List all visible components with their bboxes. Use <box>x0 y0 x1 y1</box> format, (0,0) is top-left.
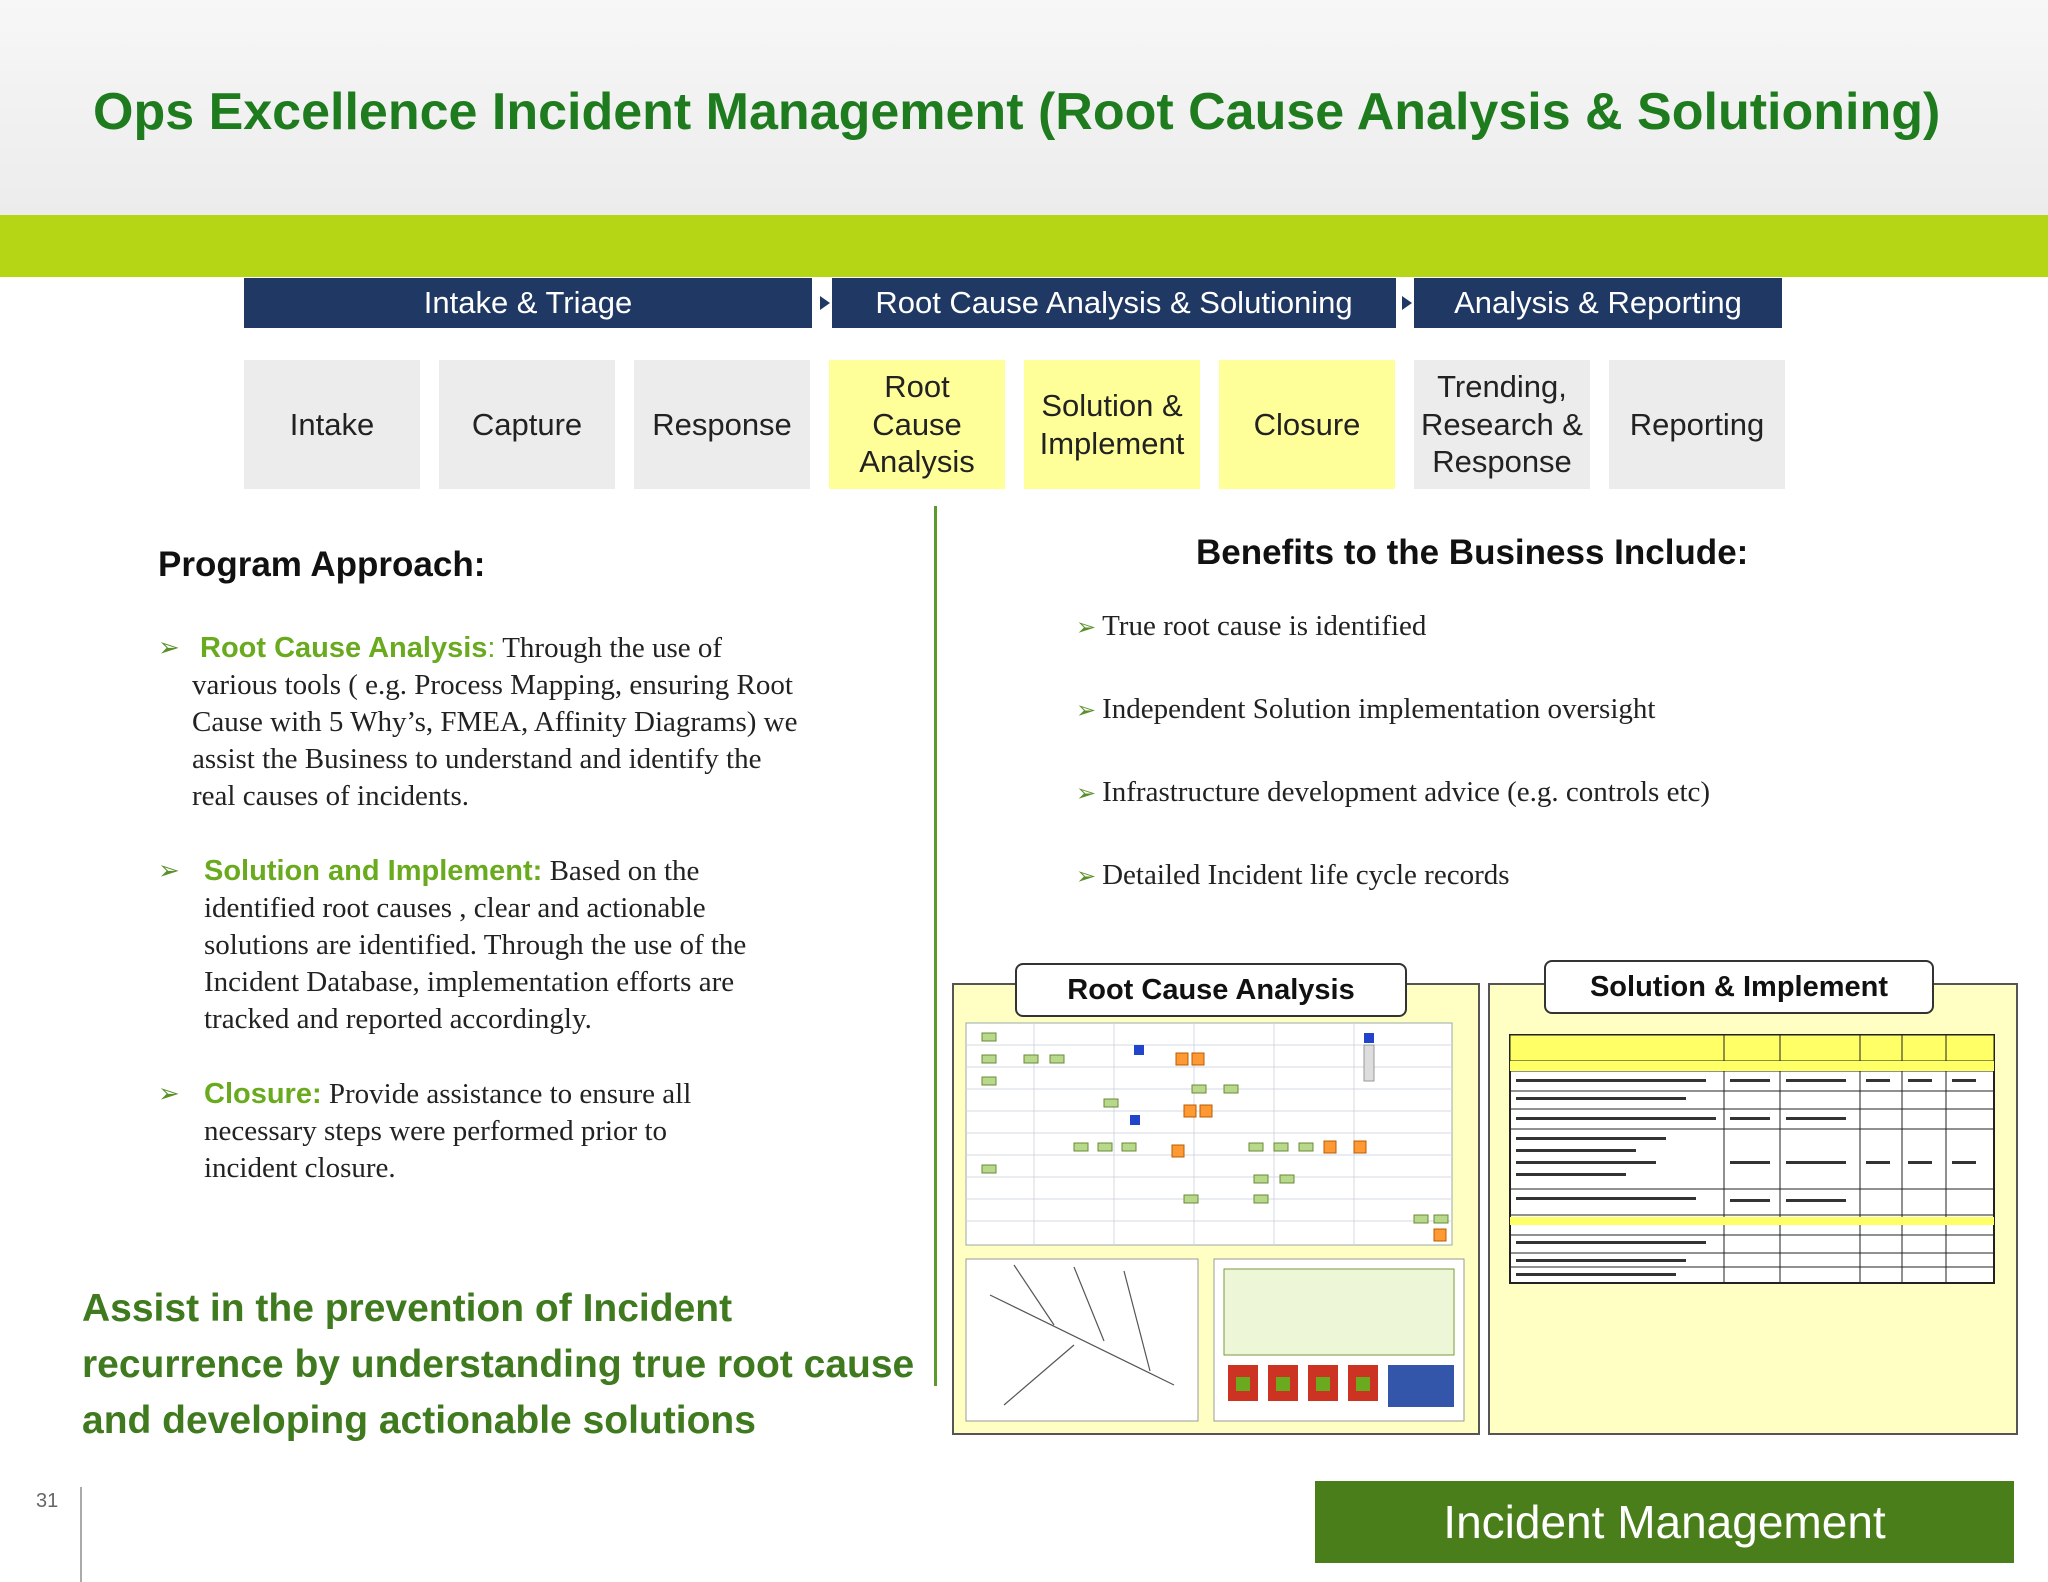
benefit-text: True root cause is identified <box>1102 610 1427 642</box>
section-divider <box>934 506 937 1386</box>
approach-description: Through the use of various tools ( e.g. … <box>192 632 798 812</box>
rca-thumbnail-tab: Root Cause Analysis <box>1015 963 1407 1017</box>
phase-intake-triage: Intake & Triage <box>244 278 812 328</box>
solution-table-image <box>1509 1034 1995 1284</box>
benefits-heading: Benefits to the Business Include: <box>1196 533 1749 572</box>
approach-keyword: Closure: <box>204 1078 322 1110</box>
benefit-text: Detailed Incident life cycle records <box>1102 859 1510 891</box>
benefit-item: ➢Infrastructure development advice (e.g.… <box>1076 776 1710 809</box>
phase-rca-solutioning: Root Cause Analysis & Solutioning <box>832 278 1396 328</box>
step-capture: Capture <box>439 360 615 489</box>
step-reporting: Reporting <box>1609 360 1785 489</box>
arrow-bullet-icon: ➢ <box>1076 862 1097 890</box>
benefit-text: Infrastructure development advice (e.g. … <box>1102 776 1711 808</box>
approach-heading: Program Approach: <box>158 545 486 584</box>
page-number: 31 <box>36 1490 59 1512</box>
header-background <box>0 0 2048 215</box>
approach-description: Based on the identified root causes , cl… <box>204 855 747 1035</box>
approach-keyword: Root Cause Analysis <box>200 632 488 664</box>
arrow-right-icon <box>820 296 830 310</box>
arrow-right-icon <box>1402 296 1412 310</box>
accent-bar <box>0 215 2048 277</box>
tagline: Assist in the prevention of Incident rec… <box>82 1287 915 1442</box>
arrow-bullet-icon: ➢ <box>158 1079 180 1109</box>
step-intake: Intake <box>244 360 420 489</box>
step-solution-implement: Solution & Implement <box>1024 360 1200 489</box>
solution-thumbnail <box>1488 983 2018 1435</box>
approach-keyword-sep: : <box>487 632 496 664</box>
footer-banner: Incident Management <box>1315 1481 2014 1563</box>
approach-item-text: Root Cause Analysis: Through the use of … <box>192 630 812 815</box>
step-response: Response <box>634 360 810 489</box>
approach-item-text: Closure: Provide assistance to ensure al… <box>204 1076 764 1187</box>
arrow-bullet-icon: ➢ <box>1076 696 1097 724</box>
arrow-bullet-icon: ➢ <box>158 856 180 886</box>
arrow-bullet-icon: ➢ <box>158 633 180 663</box>
benefit-item: ➢Independent Solution implementation ove… <box>1076 693 1655 726</box>
benefit-text: Independent Solution implementation over… <box>1102 693 1656 725</box>
arrow-bullet-icon: ➢ <box>1076 613 1097 641</box>
approach-item-text: Solution and Implement: Based on the ide… <box>204 853 814 1038</box>
step-trending-research-response: Trending, Research & Response <box>1414 360 1590 489</box>
footer-divider <box>80 1487 82 1582</box>
rca-process-map-image <box>965 1022 1465 1422</box>
step-root-cause-analysis: Root Cause Analysis <box>829 360 1005 489</box>
solution-thumbnail-tab: Solution & Implement <box>1544 960 1934 1014</box>
step-closure: Closure <box>1219 360 1395 489</box>
page-title: Ops Excellence Incident Management (Root… <box>93 83 1941 141</box>
arrow-bullet-icon: ➢ <box>1076 779 1097 807</box>
phase-analysis-reporting: Analysis & Reporting <box>1414 278 1782 328</box>
benefit-item: ➢True root cause is identified <box>1076 610 1426 643</box>
rca-thumbnail <box>952 983 1480 1435</box>
benefit-item: ➢Detailed Incident life cycle records <box>1076 859 1510 892</box>
approach-keyword: Solution and Implement: <box>204 855 543 887</box>
approach-description: Provide assistance to ensure all necessa… <box>204 1078 692 1184</box>
